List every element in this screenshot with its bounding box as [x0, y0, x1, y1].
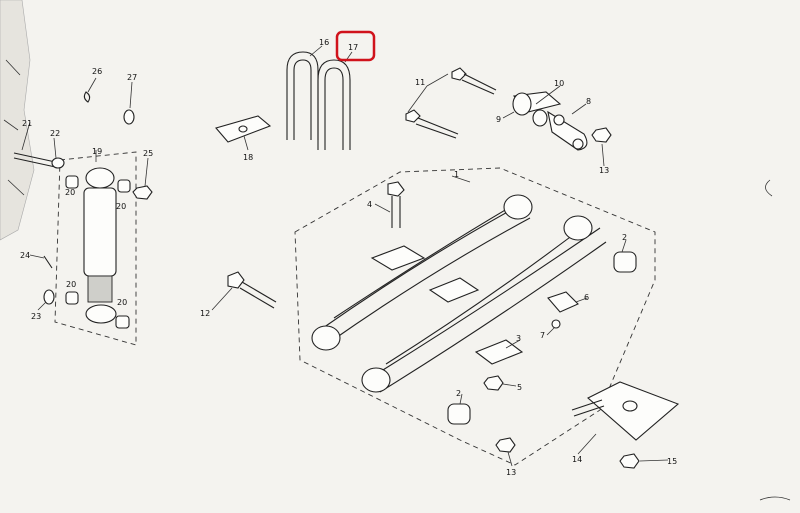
shock-rod — [87, 275, 113, 303]
label-26: 26 — [92, 67, 102, 76]
part-labels: 1 2 2 3 4 5 6 7 8 9 10 11 12 13 13 14 15… — [20, 38, 677, 477]
label-20-d: 20 — [117, 298, 127, 307]
bolt-12 — [241, 281, 277, 303]
label-20-c: 20 — [66, 280, 76, 289]
label-3: 3 — [516, 334, 521, 343]
label-17: 17 — [348, 43, 358, 52]
pad-middle — [428, 277, 480, 303]
nut-5 — [483, 375, 504, 391]
u-bolt-16 — [286, 51, 319, 140]
bush-20-d — [115, 315, 130, 329]
label-19: 19 — [92, 147, 102, 156]
label-2-front: 2 — [456, 389, 461, 398]
pin-24 — [43, 255, 53, 269]
label-20-a: 20 — [65, 188, 75, 197]
bush-20-c — [65, 291, 79, 305]
clip-6 — [547, 291, 579, 313]
bolt-7 — [551, 319, 561, 329]
paper-edge-line — [3, 59, 25, 196]
bush-2-rear — [613, 251, 637, 273]
leader-lines — [21, 45, 669, 467]
washer-22 — [51, 157, 65, 169]
label-6: 6 — [584, 293, 589, 302]
leaf-spring-lower — [369, 227, 601, 379]
shock-top-eye — [85, 167, 115, 189]
scan-mark — [765, 179, 773, 197]
label-23: 23 — [31, 312, 41, 321]
washer-27 — [123, 109, 135, 125]
label-16: 16 — [319, 38, 329, 47]
nut-25 — [132, 185, 153, 200]
highlight-box-17 — [335, 30, 376, 62]
bush-20-a — [65, 175, 79, 189]
scan-mark-2 — [759, 496, 791, 501]
shackle-assembly — [512, 91, 612, 151]
washer-23 — [43, 289, 55, 305]
label-13-bottom: 13 — [506, 468, 516, 477]
group-1-outline — [294, 167, 656, 466]
label-10: 10 — [554, 79, 564, 88]
label-24: 24 — [20, 251, 30, 260]
pad-3 — [474, 339, 524, 365]
nut-13-bottom — [495, 437, 516, 453]
nut-15 — [619, 453, 640, 469]
label-25: 25 — [143, 149, 153, 158]
bush-2-front — [447, 403, 471, 425]
label-5: 5 — [517, 383, 522, 392]
label-21: 21 — [22, 119, 32, 128]
label-27: 27 — [127, 73, 137, 82]
spring-eye-rear — [503, 194, 533, 220]
label-7: 7 — [540, 331, 545, 340]
label-13-top: 13 — [599, 166, 609, 175]
label-9: 9 — [496, 115, 501, 124]
shock-body — [83, 187, 117, 277]
bolt-12-head — [227, 271, 245, 289]
label-8: 8 — [586, 97, 591, 106]
shock-bottom-eye — [85, 304, 117, 324]
shackle-pin-10 — [532, 109, 548, 127]
label-2-rear: 2 — [622, 233, 627, 242]
bush-20-b — [117, 179, 131, 193]
spring-eye-front — [311, 325, 341, 351]
label-12: 12 — [200, 309, 210, 318]
bracket-14 — [571, 381, 680, 441]
u-bolt-17 — [317, 59, 351, 150]
label-14: 14 — [572, 455, 582, 464]
label-1: 1 — [454, 170, 459, 179]
label-4: 4 — [367, 200, 372, 209]
shock-absorber-group — [13, 91, 153, 346]
label-18: 18 — [243, 153, 253, 162]
label-11: 11 — [415, 78, 425, 87]
label-15: 15 — [667, 457, 677, 466]
nut-13-top — [591, 127, 612, 143]
u-bolts — [286, 51, 351, 150]
cotter-pin-26 — [83, 91, 91, 103]
leaf-spring-upper — [319, 204, 521, 331]
label-22: 22 — [50, 129, 60, 138]
label-20-b: 20 — [116, 202, 126, 211]
bolts-11 — [405, 67, 497, 139]
group-19-outline — [54, 151, 137, 346]
shackle-plate-9 — [512, 92, 532, 116]
leaf-spring-group — [294, 167, 656, 466]
pad-upper — [370, 245, 426, 271]
